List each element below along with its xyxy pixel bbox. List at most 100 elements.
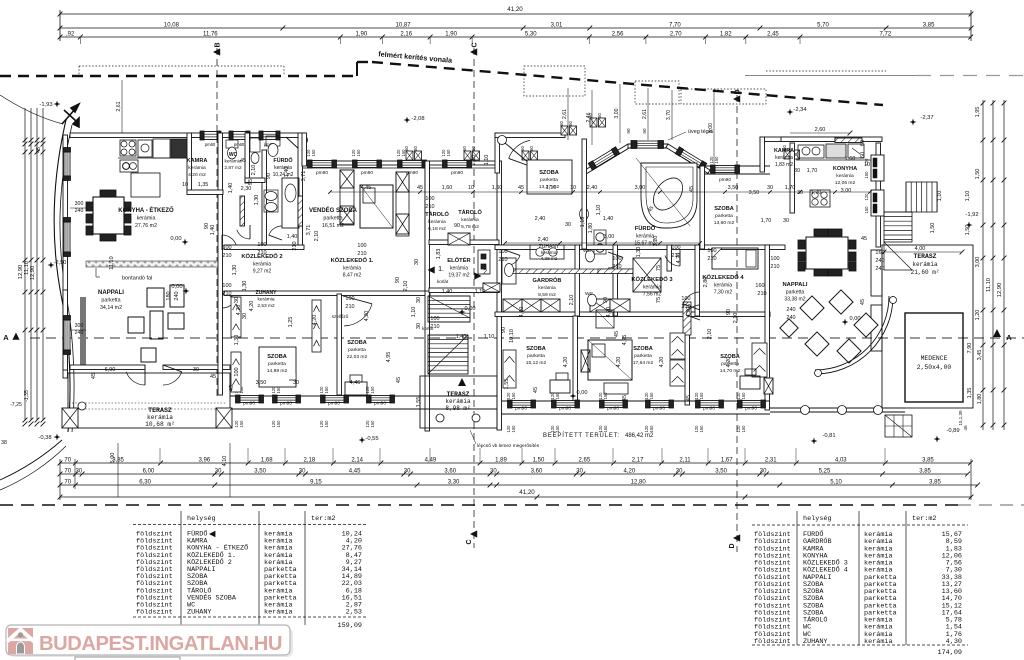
svg-text:150: 150 — [699, 425, 704, 433]
svg-text:21,60 m²: 21,60 m² — [911, 269, 940, 276]
svg-text:1,82: 1,82 — [720, 32, 732, 38]
svg-text:kerámia: kerámia — [188, 165, 206, 171]
svg-text:60: 60 — [471, 146, 476, 151]
svg-text:1,60: 1,60 — [492, 185, 503, 191]
svg-text:30: 30 — [767, 185, 773, 191]
svg-text:100: 100 — [681, 296, 690, 302]
svg-text:helység: helység — [803, 515, 832, 523]
svg-text:8,59 m2: 8,59 m2 — [538, 292, 556, 298]
svg-text:parketta: parketta — [864, 602, 897, 610]
svg-text:150: 150 — [370, 420, 375, 428]
svg-text:3,50: 3,50 — [256, 380, 267, 386]
svg-text:pm90: pm90 — [745, 406, 757, 412]
svg-text:6,90: 6,90 — [105, 367, 116, 373]
svg-text:3,20: 3,20 — [653, 236, 659, 247]
svg-text:150: 150 — [555, 392, 560, 400]
svg-text:A: A — [3, 333, 9, 342]
svg-text:WC: WC — [229, 152, 238, 158]
svg-text:-1,35: -1,35 — [24, 390, 30, 402]
svg-text:7,56 m2: 7,56 m2 — [643, 292, 662, 298]
svg-text:földszint: földszint — [754, 545, 791, 553]
svg-text:4,20: 4,20 — [726, 357, 732, 368]
svg-text:100: 100 — [612, 256, 621, 262]
svg-text:4,20: 4,20 — [659, 357, 665, 368]
svg-text:kerámia: kerámia — [264, 545, 293, 553]
svg-text:210: 210 — [292, 241, 298, 250]
svg-text:1,10: 1,10 — [484, 334, 495, 340]
svg-text:SZOBA: SZOBA — [803, 588, 824, 596]
svg-text:1,89: 1,89 — [495, 458, 507, 464]
svg-text:100: 100 — [257, 242, 266, 248]
svg-text:2,61: 2,61 — [562, 109, 568, 119]
svg-text:240: 240 — [174, 291, 180, 300]
svg-text:bontandó fal: bontandó fal — [122, 276, 152, 282]
svg-text:kerámia: kerámia — [643, 284, 661, 290]
svg-text:1,10: 1,10 — [937, 191, 943, 202]
svg-text:100: 100 — [222, 283, 231, 289]
svg-text:VENDÉG SZOBA: VENDÉG SZOBA — [309, 206, 358, 214]
svg-text:11,10: 11,10 — [24, 261, 30, 275]
svg-text:kerámia: kerámia — [864, 538, 893, 546]
svg-text:2,70: 2,70 — [670, 32, 682, 38]
svg-text:ELŐTÉR: ELŐTÉR — [447, 256, 471, 264]
svg-text:földszint: földszint — [754, 602, 791, 610]
svg-text:1,10: 1,10 — [484, 155, 490, 166]
svg-text:WC: WC — [585, 291, 594, 297]
svg-text:1,40: 1,40 — [603, 216, 614, 222]
svg-text:KÖZLEKEDŐ 2: KÖZLEKEDŐ 2 — [241, 253, 282, 260]
svg-text:KÖZLEKEDŐ 1.: KÖZLEKEDŐ 1. — [187, 551, 236, 560]
svg-text:földszint: földszint — [136, 609, 173, 617]
svg-text:150: 150 — [649, 425, 654, 433]
svg-text:5,78 m2: 5,78 m2 — [461, 224, 479, 230]
svg-text:210: 210 — [498, 257, 507, 263]
svg-text:földszint: földszint — [754, 581, 791, 589]
svg-text:2,65: 2,65 — [578, 458, 590, 464]
svg-text:TERASZ: TERASZ — [446, 391, 469, 398]
svg-text:SZOBA: SZOBA — [539, 170, 559, 176]
svg-text:ter:m2: ter:m2 — [912, 515, 936, 523]
svg-text:1,80: 1,80 — [977, 394, 983, 405]
svg-text:1,55: 1,55 — [504, 379, 510, 390]
svg-text:9,27: 9,27 — [346, 559, 362, 567]
svg-text:17,64 m2: 17,64 m2 — [633, 360, 654, 366]
svg-text:150: 150 — [370, 386, 375, 394]
svg-text:2,46: 2,46 — [586, 112, 592, 122]
svg-text:D: D — [729, 543, 736, 548]
svg-text:7,30 m2: 7,30 m2 — [714, 290, 733, 296]
svg-text:210: 210 — [707, 256, 716, 262]
svg-text:földszint: földszint — [754, 574, 791, 582]
svg-text:2,50x4,00: 2,50x4,00 — [917, 364, 952, 371]
svg-text:160: 160 — [755, 283, 764, 289]
svg-text:30: 30 — [760, 469, 767, 475]
svg-text:3,85: 3,85 — [919, 469, 931, 475]
svg-text:2,16: 2,16 — [400, 32, 412, 38]
svg-text:korlát: korlát — [437, 279, 449, 284]
svg-text:pm60: pm60 — [234, 142, 245, 147]
svg-text:3,50: 3,50 — [254, 469, 266, 475]
svg-text:100: 100 — [671, 245, 680, 251]
svg-text:4,20: 4,20 — [676, 253, 682, 264]
svg-text:5,25: 5,25 — [819, 469, 831, 475]
svg-text:1,70: 1,70 — [785, 185, 796, 191]
svg-text:45: 45 — [963, 425, 969, 431]
svg-text:1.: 1. — [438, 266, 444, 273]
svg-text:30: 30 — [797, 190, 803, 196]
svg-text:3,85: 3,85 — [922, 458, 934, 464]
svg-text:75: 75 — [656, 297, 662, 303]
svg-text:120: 120 — [396, 149, 401, 157]
svg-text:7,56: 7,56 — [946, 560, 962, 568]
svg-text:KONYHA - ÉTKEZŐ: KONYHA - ÉTKEZŐ — [118, 206, 174, 214]
svg-text:11,10: 11,10 — [109, 256, 115, 269]
svg-text:4,20: 4,20 — [346, 538, 362, 546]
svg-text:120: 120 — [864, 158, 869, 166]
svg-text:45: 45 — [689, 186, 695, 192]
svg-text:1,10: 1,10 — [596, 205, 602, 216]
svg-text:95: 95 — [248, 179, 254, 185]
svg-text:5,78: 5,78 — [946, 617, 962, 625]
svg-text:földszint: földszint — [754, 624, 791, 632]
svg-text:FÜRDŐ: FÜRDŐ — [187, 530, 207, 539]
svg-text:-2,34: -2,34 — [793, 107, 807, 113]
svg-text:210: 210 — [770, 264, 779, 270]
svg-text:parketta: parketta — [348, 347, 366, 353]
svg-text:120: 120 — [234, 420, 239, 428]
